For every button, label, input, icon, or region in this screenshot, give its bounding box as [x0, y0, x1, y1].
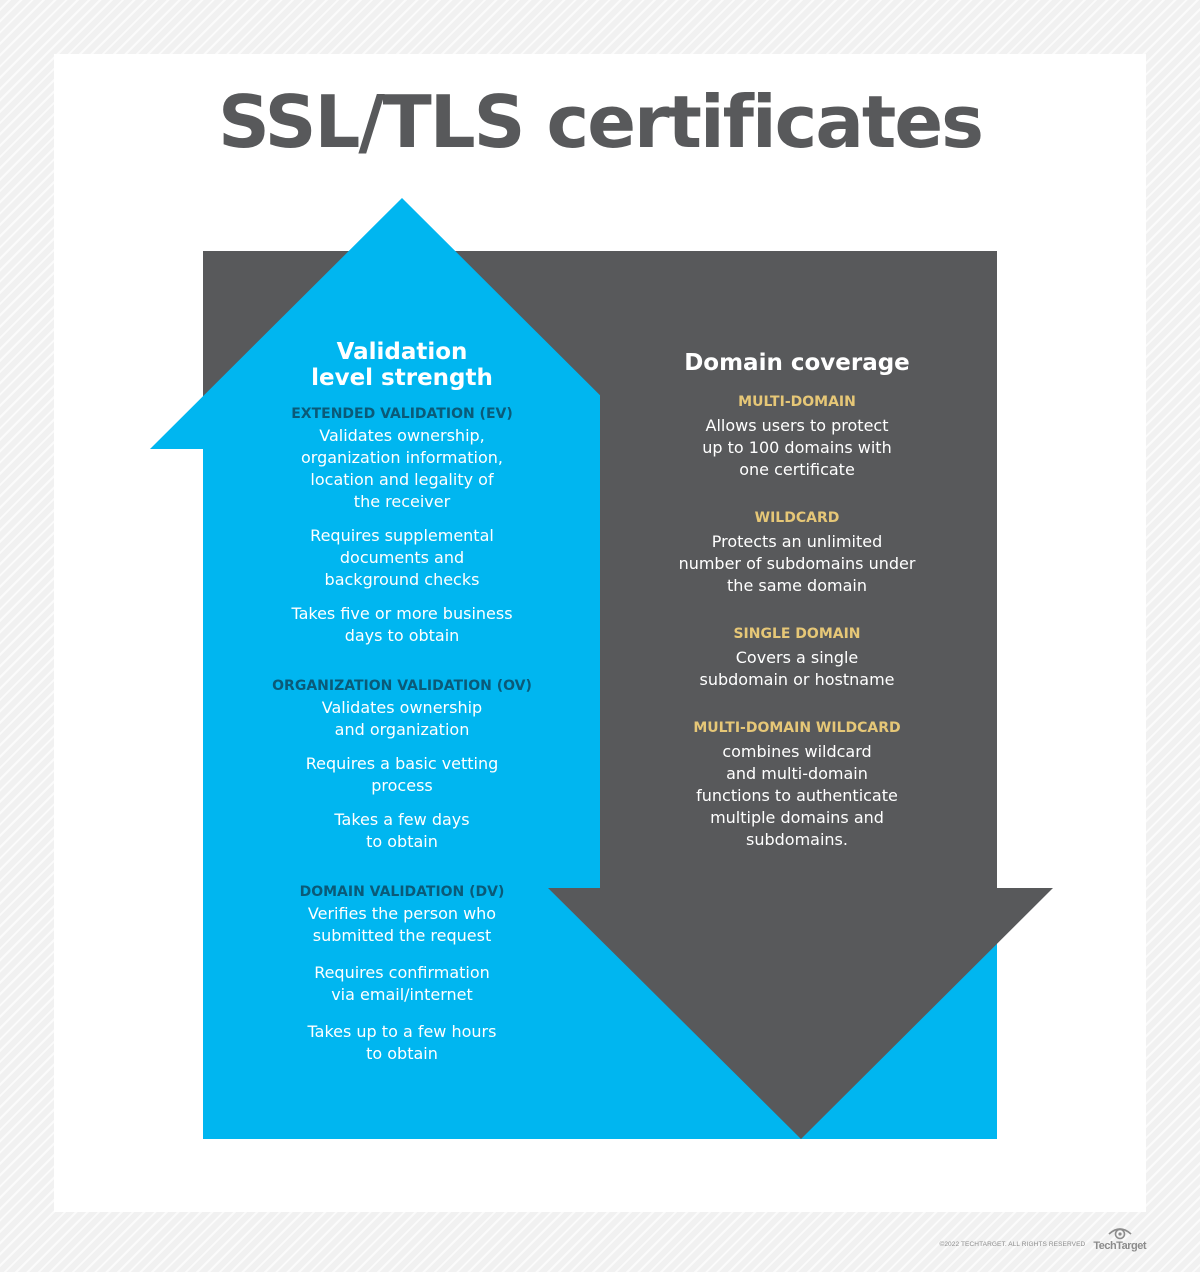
down-arrow-icon: [548, 251, 1053, 1139]
text-line: the same domain: [727, 576, 867, 595]
list-item: combines wildcard and multi-domain funct…: [637, 741, 957, 851]
text-line: documents and: [339, 548, 465, 567]
list-item: Validates ownership, organization inform…: [240, 425, 564, 513]
text-line: organization information,: [301, 448, 503, 467]
text-line: functions to authenticate: [696, 786, 898, 805]
list-item: Requires confirmation via email/internet: [240, 962, 564, 1006]
domain-coverage-column: Domain coverage MULTI-DOMAIN Allows user…: [637, 350, 957, 851]
section-ev: EXTENDED VALIDATION (EV) Validates owner…: [240, 405, 564, 647]
section-title: MULTI-DOMAIN WILDCARD: [693, 720, 901, 736]
text-line: process: [371, 776, 433, 795]
text-line: one certificate: [739, 460, 855, 479]
text-line: Requires confirmation: [314, 963, 490, 982]
text-line: Requires a basic vetting: [305, 754, 499, 773]
text-line: multiple domains and: [710, 808, 884, 827]
text-line: Validates ownership,: [319, 426, 485, 445]
section-title: MULTI-DOMAIN: [738, 394, 856, 410]
heading-line: level strength: [311, 365, 493, 391]
text-line: and organization: [334, 720, 470, 739]
text-line: to obtain: [366, 832, 438, 851]
domain-coverage-heading: Domain coverage: [684, 350, 910, 376]
text-line: subdomains.: [746, 830, 848, 849]
eye-icon: [1108, 1228, 1132, 1240]
list-item: Takes up to a few hours to obtain: [240, 1021, 564, 1065]
list-item: Allows users to protect up to 100 domain…: [637, 415, 957, 481]
text-line: Requires supplemental: [310, 526, 494, 545]
validation-heading: Validation level strength: [240, 339, 564, 391]
section-single-domain: SINGLE DOMAIN Covers a single subdomain …: [637, 625, 957, 691]
section-title: SINGLE DOMAIN: [733, 626, 861, 642]
list-item: Validates ownership and organization: [240, 697, 564, 741]
up-arrow-icon: [150, 198, 654, 1139]
section-wildcard: WILDCARD Protects an unlimited number of…: [637, 509, 957, 597]
text-line: number of subdomains under: [678, 554, 916, 573]
section-title: WILDCARD: [754, 510, 840, 526]
list-item: Takes a few days to obtain: [240, 809, 564, 853]
heading-line: Validation: [336, 339, 468, 365]
text-line: submitted the request: [312, 926, 492, 945]
section-dv: DOMAIN VALIDATION (DV) Verifies the pers…: [240, 883, 564, 1065]
text-line: subdomain or hostname: [699, 670, 895, 689]
copyright-text: ©2022 TECHTARGET. ALL RIGHTS RESERVED: [939, 1241, 1086, 1248]
text-line: Covers a single: [735, 648, 859, 667]
text-line: and multi-domain: [726, 764, 868, 783]
text-line: to obtain: [366, 1044, 438, 1063]
footer: ©2022 TECHTARGET. ALL RIGHTS RESERVED Te…: [939, 1224, 1146, 1252]
text-line: Validates ownership: [321, 698, 483, 717]
list-item: Requires supplemental documents and back…: [240, 525, 564, 591]
text-line: days to obtain: [344, 626, 460, 645]
text-line: Takes up to a few hours: [307, 1022, 497, 1041]
list-item: Protects an unlimited number of subdomai…: [637, 531, 957, 597]
text-line: Verifies the person who: [307, 904, 497, 923]
section-title: EXTENDED VALIDATION (EV): [291, 406, 513, 422]
page-title: SSL/TLS certificates: [217, 80, 984, 164]
text-line: Takes five or more business: [291, 604, 513, 623]
text-line: Takes a few days: [334, 810, 470, 829]
section-ov: ORGANIZATION VALIDATION (OV) Validates o…: [240, 677, 564, 853]
section-multi-domain-wildcard: MULTI-DOMAIN WILDCARD combines wildcard …: [637, 719, 957, 851]
text-line: background checks: [324, 570, 480, 589]
text-line: location and legality of: [310, 470, 494, 489]
section-multi-domain: MULTI-DOMAIN Allows users to protect up …: [637, 393, 957, 481]
list-item: Requires a basic vetting process: [240, 753, 564, 797]
text-line: the receiver: [353, 492, 451, 511]
list-item: Takes five or more business days to obta…: [240, 603, 564, 647]
brand-name: TechTarget: [1093, 1240, 1146, 1252]
text-line: via email/internet: [331, 985, 473, 1004]
text-line: Protects an unlimited: [711, 532, 883, 551]
text-line: combines wildcard: [722, 742, 872, 761]
brand-logo: TechTarget: [1093, 1226, 1146, 1252]
text-line: Allows users to protect: [705, 416, 889, 435]
list-item: Covers a single subdomain or hostname: [637, 647, 957, 691]
list-item: Verifies the person who submitted the re…: [240, 903, 564, 947]
text-line: up to 100 domains with: [702, 438, 892, 457]
section-title: DOMAIN VALIDATION (DV): [299, 884, 505, 900]
validation-column: Validation level strength EXTENDED VALID…: [240, 339, 564, 1065]
section-title: ORGANIZATION VALIDATION (OV): [272, 678, 532, 694]
